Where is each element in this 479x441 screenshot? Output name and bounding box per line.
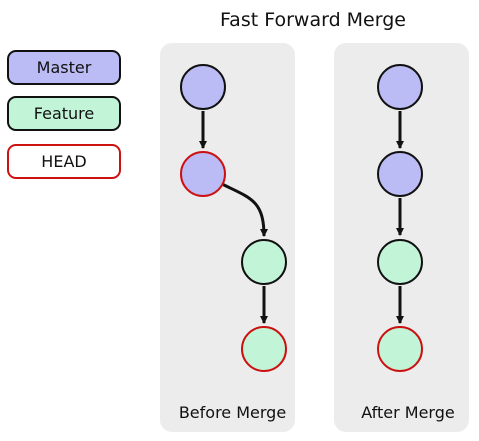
legend-head: HEAD	[7, 144, 121, 179]
after-commit-head	[377, 326, 423, 372]
after-commit-master-1	[377, 64, 423, 110]
before-commit-master-head	[180, 151, 226, 197]
before-commit-feature-1	[241, 239, 287, 285]
diagram-title: Fast Forward Merge	[220, 9, 406, 31]
after-merge-caption: After Merge	[361, 403, 455, 422]
before-merge-caption: Before Merge	[178, 403, 287, 422]
before-commit-master-1	[180, 64, 226, 110]
legend-master: Master	[7, 50, 121, 85]
after-commit-master-2	[377, 151, 423, 197]
after-commit-feature-1	[377, 239, 423, 285]
before-edge-2	[221, 182, 268, 237]
legend-feature: Feature	[7, 96, 121, 131]
before-commit-feature-tip	[241, 326, 287, 372]
